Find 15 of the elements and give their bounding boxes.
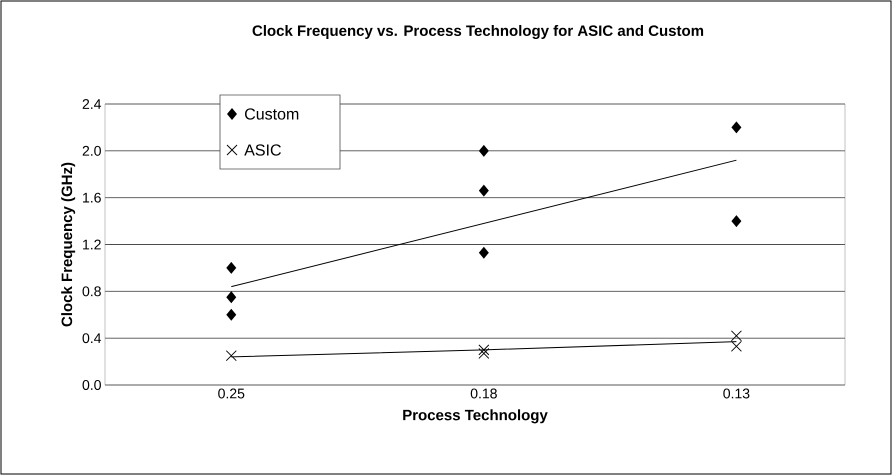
y-tick-label: 1.6 [83,192,101,203]
y-tick-label: 0.8 [82,286,101,296]
y-tick-label: 1.2 [83,240,101,250]
x-tick-label: 0.13 [723,388,750,398]
y-tick-label: 0.0 [82,380,101,390]
x-axis-title: Process Technology [403,409,548,424]
x-tick-label: 0.18 [470,388,497,398]
legend-label: Custom [245,108,298,120]
y-tick-label: 2.0 [82,146,101,156]
chart-title: Clock Frequency vs. Process Technology for ASIC and Custom [252,24,704,40]
y-axis-title: Clock Frequency (GHz) [61,162,76,326]
legend-label: ASIC [244,144,281,156]
y-tick-label: 2.4 [82,99,102,109]
y-tick-label: 0.4 [82,333,102,344]
x-tick-label: 0.25 [218,388,244,398]
